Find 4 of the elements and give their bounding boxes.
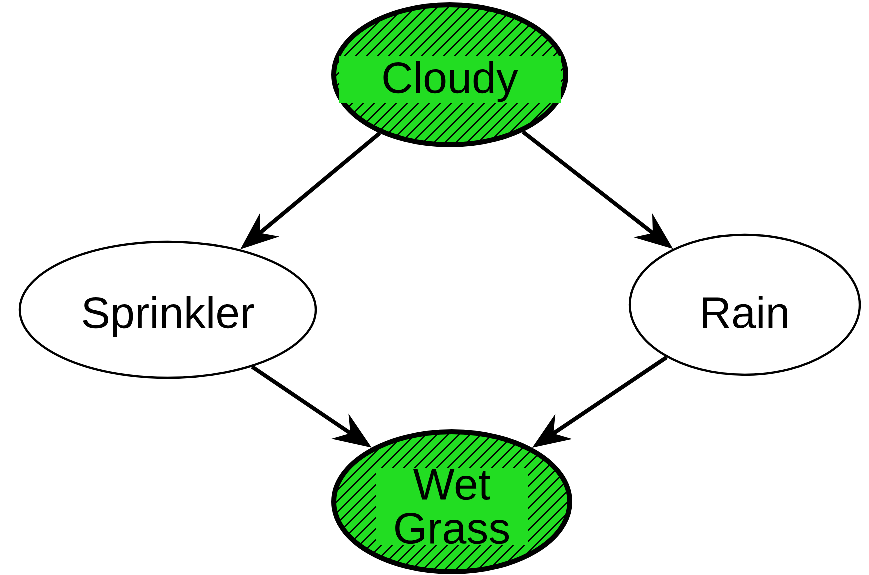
shaded-ellipse-node: Cloudy xyxy=(332,2,568,148)
ellipse-node: Sprinkler xyxy=(18,240,318,380)
ellipse-node: Rain xyxy=(628,234,862,376)
shaded-ellipse-node: Wet Grass xyxy=(332,430,572,574)
